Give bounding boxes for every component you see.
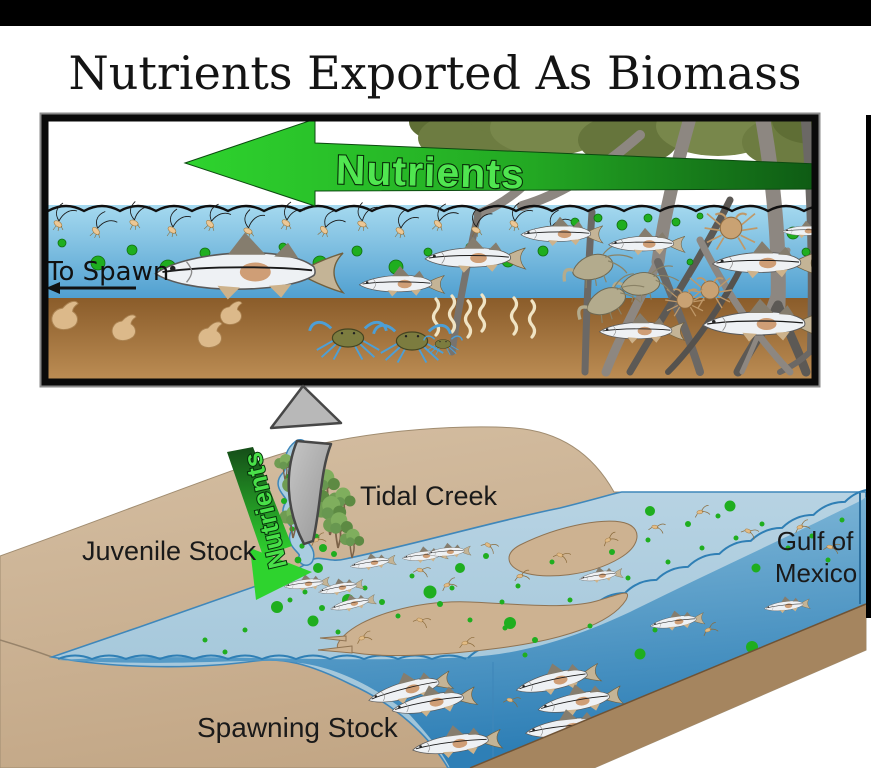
gulf-of-mexico-label-line1: Gulf of [777,526,854,556]
shallow-edge-wavy-line [57,654,467,661]
mangrove-inset-panel: Nutrients To Spawn [39,112,821,388]
inset-nutrients-label: Nutrients [335,147,525,198]
to-spawn-arrow [48,282,136,294]
juvenile-stock-label: Juvenile Stock [82,536,257,566]
sandbars [317,520,638,656]
nutrients-export-arrow [183,121,812,207]
panel-frame [41,114,819,386]
tidal-creek-label: Tidal Creek [360,481,498,511]
water-surface-line [48,204,812,213]
gulf-of-mexico-label-line2: Mexico [775,558,857,588]
to-spawn-label: To Spawn [46,257,169,287]
land-contour-line [0,639,53,658]
right-border [866,115,871,618]
deep-water [58,497,866,768]
spawning-stock-label: Spawning Stock [197,712,399,743]
page-title: Nutrients Exported As Biomass [69,46,802,100]
estuary-map: Nutrients Tidal Creek Juvenile Stock Gul… [0,384,871,768]
block-side-edge [469,603,867,768]
panel-frame-shadow [39,112,821,388]
gray-zoom-arrow [269,384,343,546]
top-black-bar [0,0,871,26]
estuary-plankton-dots [202,500,845,660]
mangrove-canopy [409,121,812,168]
